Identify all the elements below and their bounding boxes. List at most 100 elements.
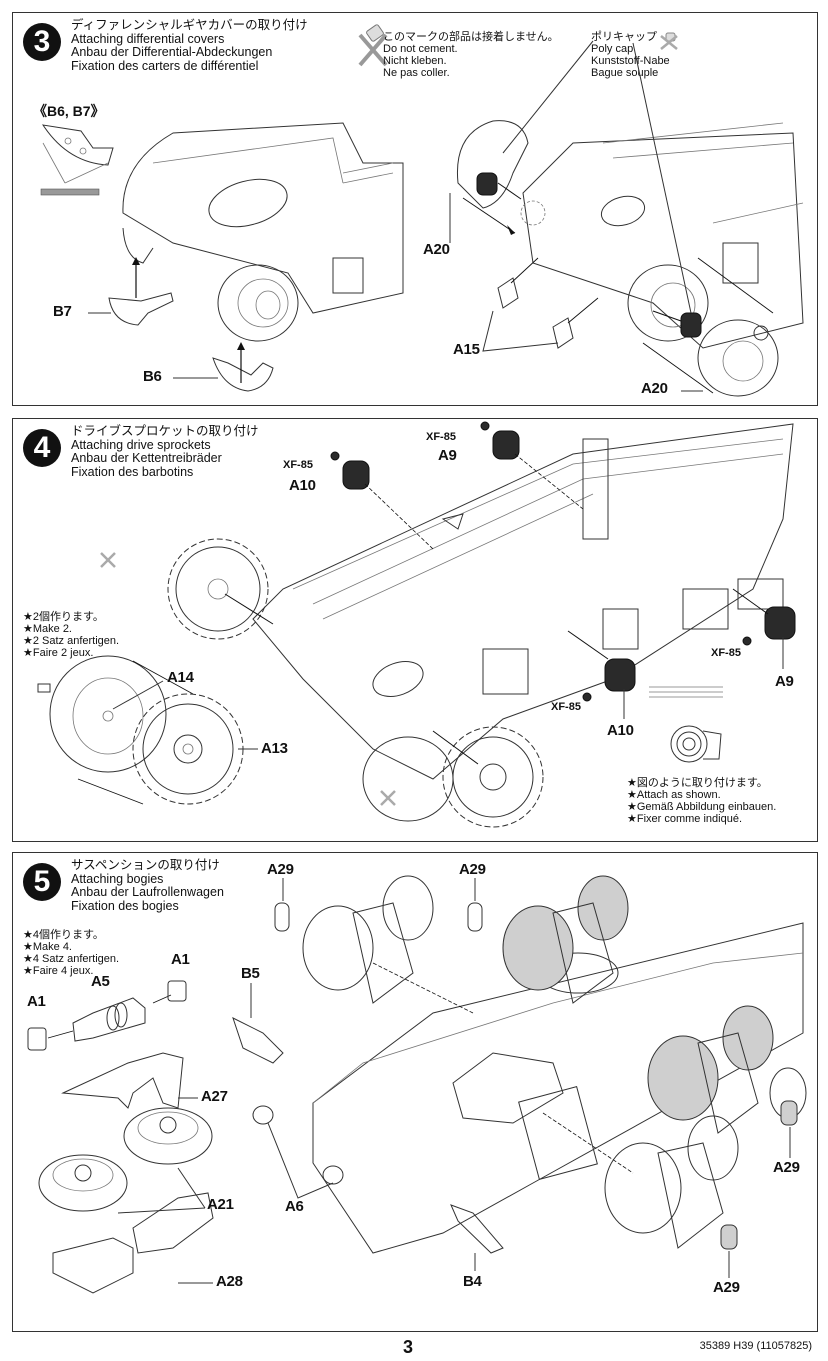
poly-cap-A10-upper <box>342 460 370 490</box>
step-title: ドライブスプロケットの取り付け Attaching drive sprocket… <box>71 424 259 479</box>
part-label-A9-lower: A9 <box>775 673 794 690</box>
part-label-A29-4: A29 <box>713 1279 740 1296</box>
title-en: Attaching bogies <box>71 871 164 886</box>
step-title: ディファレンシャルギヤカバーの取り付け Attaching differenti… <box>71 18 308 73</box>
sprocket-lower-drawing <box>432 726 544 828</box>
part-A1-left-drawing <box>27 1027 47 1051</box>
part-label-A28: A28 <box>216 1273 243 1290</box>
part-label-A29-2: A29 <box>459 861 486 878</box>
step-4-panel: 4 ドライブスプロケットの取り付け Attaching drive sprock… <box>12 418 818 842</box>
make-note-en: ★Make 4. <box>23 941 72 953</box>
part-A21-drawing <box>38 1107 213 1212</box>
make-note-en: ★Make 2. <box>23 623 72 635</box>
sprocket-upper-drawing <box>167 538 274 640</box>
no-cement-note: このマークの部品は接着しません。 Do not cement. Nicht kl… <box>383 31 559 79</box>
hull-right-drawing <box>520 122 804 349</box>
part-label-A20-left: A20 <box>423 241 450 258</box>
poly-cap-note: ポリキャップ Poly cap Kunststoff-Nabe Bague so… <box>591 31 670 79</box>
poly-cap-A9-lower <box>764 606 796 640</box>
step-5-panel: 5 サスペンションの取り付け Attaching bogies Anbau de… <box>12 852 818 1332</box>
part-label-A14: A14 <box>167 669 194 686</box>
paint-label-xf85: XF-85 <box>711 647 741 659</box>
part-label-A10: A10 <box>289 477 316 494</box>
part-A27-drawing <box>61 1052 184 1109</box>
attach-as-shown-note: ★図のように取り付けます。 ★Attach as shown. ★Gemäß A… <box>627 777 776 825</box>
subassembly-label: 《B6, B7》 <box>33 103 105 119</box>
make-note-fr: ★Faire 4 jeux. <box>23 965 94 977</box>
cover-inset-drawing <box>40 124 114 196</box>
no-cement-icon-small <box>100 552 396 806</box>
bogie-upper-left-drawing <box>302 875 474 1014</box>
make-note-fr: ★Faire 2 jeux. <box>23 647 94 659</box>
make-2-note: ★2個作ります。 ★Make 2. ★2 Satz anfertigen. ★F… <box>23 611 119 659</box>
make-4-note: ★4個作ります。 ★Make 4. ★4 Satz anfertigen. ★F… <box>23 929 119 977</box>
part-label-A1-left: A1 <box>27 993 46 1010</box>
hull-left-drawing <box>122 122 404 342</box>
title-fr: Fixation des bogies <box>71 898 179 913</box>
step-number-badge: 5 <box>23 863 61 901</box>
part-label-A27: A27 <box>201 1088 228 1105</box>
paint-label-xf85: XF-85 <box>551 701 581 713</box>
no-cement-icon <box>358 24 388 67</box>
page-number: 3 <box>403 1337 414 1357</box>
step-5-diagram <box>27 875 807 1294</box>
part-B7-drawing <box>88 257 174 326</box>
make-note-jp: ★2個作ります。 <box>23 611 104 623</box>
part-label-A6: A6 <box>285 1198 304 1215</box>
part-A29-drawings <box>274 878 798 1278</box>
title-fr: Fixation des barbotins <box>71 464 194 479</box>
part-A28-drawing <box>52 1192 214 1294</box>
make-note-de: ★2 Satz anfertigen. <box>23 635 120 647</box>
title-jp: サスペンションの取り付け <box>71 858 220 872</box>
step-3-panel: 3 ディファレンシャルギヤカバーの取り付け Attaching differen… <box>12 12 818 406</box>
poly-cap-de: Kunststoff-Nabe <box>591 55 670 67</box>
poly-cap-jp: ポリキャップ <box>591 31 657 43</box>
no-cement-fr: Ne pas coller. <box>383 67 450 79</box>
part-label-A10-lower: A10 <box>607 722 634 739</box>
title-de: Anbau der Laufrollenwagen <box>71 885 224 899</box>
attach-note-en: ★Attach as shown. <box>627 789 721 801</box>
part-label-A21: A21 <box>207 1196 234 1213</box>
poly-cap-A9-upper <box>492 430 520 460</box>
bogie-upper-right-drawing <box>502 875 629 1004</box>
no-cement-de: Nicht kleben. <box>383 55 447 67</box>
part-label-A29-1: A29 <box>267 861 294 878</box>
part-A20-left-drawing <box>449 120 529 243</box>
part-label-B7: B7 <box>53 303 72 320</box>
step-number-badge: 4 <box>23 429 61 467</box>
make-note-de: ★4 Satz anfertigen. <box>23 953 120 965</box>
part-label-A5: A5 <box>91 973 110 990</box>
title-fr: Fixation des carters de différentiel <box>71 58 259 73</box>
poly-cap-en: Poly cap <box>591 43 634 55</box>
attach-note-jp: ★図のように取り付けます。 <box>627 777 768 789</box>
part-A13-drawing <box>132 693 258 805</box>
part-A1-right-drawing <box>167 980 187 1002</box>
hull-drawing <box>252 423 794 822</box>
part-A5-drawing <box>47 994 172 1042</box>
part-label-A1-right: A1 <box>171 951 190 968</box>
part-A15-drawing <box>482 257 599 352</box>
part-A14-drawing <box>37 655 194 805</box>
part-label-A9: A9 <box>438 447 457 464</box>
bogie-lower-right-drawing <box>542 1112 739 1249</box>
attach-detail-drawing <box>649 686 723 763</box>
title-en: Attaching differential covers <box>71 31 225 46</box>
part-label-B5: B5 <box>241 965 260 982</box>
step-3-diagram <box>40 40 804 397</box>
make-note-jp: ★4個作ります。 <box>23 929 104 941</box>
part-B5-drawing <box>232 983 284 1064</box>
step-number-badge: 3 <box>23 23 61 61</box>
poly-cap-fr: Bague souple <box>591 67 659 79</box>
part-label-A15: A15 <box>453 341 480 358</box>
part-B6-drawing <box>173 342 274 392</box>
paint-dot-icons <box>330 421 752 702</box>
bogie-mid-right-drawing <box>647 1005 807 1134</box>
part-label-A13: A13 <box>261 740 288 757</box>
paint-label-xf85: XF-85 <box>283 459 313 471</box>
part-A6-drawing <box>252 1105 344 1199</box>
title-de: Anbau der Differential-Abdeckungen <box>71 45 273 59</box>
product-code: 35389 H39 (11057825) <box>699 1340 812 1352</box>
part-A20-right-drawing <box>642 257 779 397</box>
attach-note-fr: ★Fixer comme indiqué. <box>627 813 743 825</box>
part-label-A20-right: A20 <box>641 380 668 397</box>
